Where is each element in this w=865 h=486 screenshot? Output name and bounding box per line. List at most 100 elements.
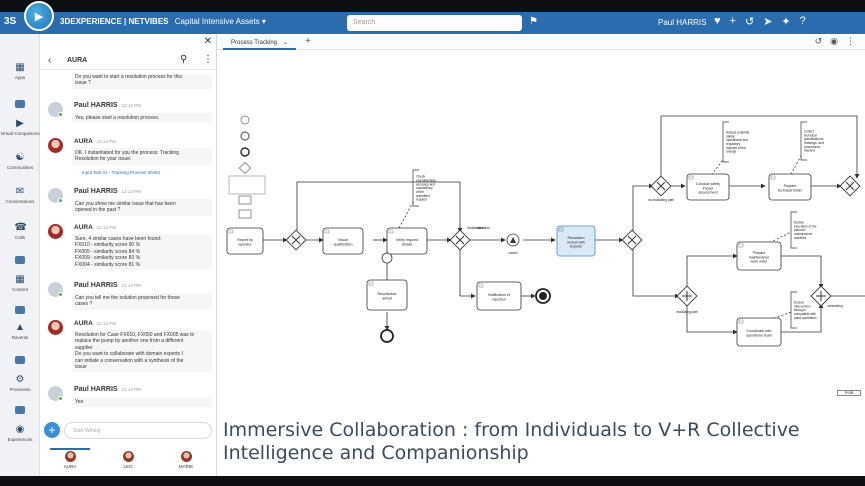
rail-item-app-tile[interactable] <box>0 306 40 316</box>
process-icon: ⚙ <box>15 374 25 385</box>
task-box[interactable] <box>476 281 522 311</box>
phone-icon: ☎ <box>14 222 27 233</box>
rail-item-experiences[interactable]: ◉ Experiences <box>0 424 40 442</box>
help-icon[interactable]: ? <box>799 15 806 27</box>
header-actions: ♥ + ↺ ➤ ✦ ? <box>714 15 806 28</box>
user-name[interactable]: Paul HARRIS <box>658 18 707 27</box>
notifications-icon[interactable]: ♥ <box>714 15 721 27</box>
ds-logo: 3S <box>4 16 17 27</box>
participant-leo[interactable]: LEO <box>108 451 148 469</box>
message-text: Can you show me similar issue that has b… <box>72 199 212 216</box>
task-box[interactable] <box>366 279 408 311</box>
end-event-fill <box>539 292 547 300</box>
participant-name: MARIE <box>178 464 194 469</box>
participant-name: AURA <box>63 464 77 469</box>
annotation-bracket <box>722 121 729 163</box>
flow-lines <box>261 115 865 335</box>
add-icon[interactable]: + <box>729 15 736 27</box>
shape-palette[interactable] <box>228 115 266 219</box>
search-input[interactable]: Search <box>347 15 522 31</box>
toggle-icon[interactable]: ◉ <box>830 36 838 46</box>
share-icon[interactable]: ↺ <box>814 36 823 46</box>
rail-item-app-tile[interactable] <box>0 100 40 110</box>
participant-marie[interactable]: MARIE <box>166 451 206 469</box>
rail-label: Ravents <box>11 335 29 340</box>
task-type-icon <box>324 229 330 234</box>
chat-title: AURA <box>67 57 88 64</box>
menu-icon[interactable]: ⋮ <box>846 36 855 46</box>
share-icon[interactable]: ↺ <box>744 16 755 28</box>
grid-icon: ▦ <box>15 62 25 73</box>
tab-label: Process Tracking <box>231 40 278 46</box>
chat-icon: ✉ <box>15 186 25 197</box>
tab-process-tracking[interactable]: Process Tracking ⌄ <box>223 34 297 50</box>
rail-item-app-tile[interactable] <box>0 256 40 266</box>
message-time: 12:13 PM <box>121 283 141 288</box>
back-icon[interactable]: ‹ <box>48 55 52 66</box>
experience-icon: ◉ <box>15 424 25 435</box>
flow-label: validation <box>476 226 490 230</box>
rail-item-communities[interactable]: ☯ Communities <box>0 152 40 170</box>
search-icon[interactable]: ⚲ <box>180 54 188 65</box>
rail-item-app-tile[interactable] <box>0 356 40 366</box>
top-bar: 3S 3DEXPERIENCE | NETVIBES Capital Inten… <box>0 12 865 34</box>
online-status-icon <box>58 292 63 297</box>
rail-item-apps[interactable]: ▦ Apps <box>0 62 40 80</box>
rail-item-content[interactable]: ▦ Content <box>0 274 40 292</box>
message-text: OK. I instantiated for you the process: … <box>72 148 212 165</box>
participant-aura[interactable]: AURA <box>50 448 90 469</box>
task-box[interactable] <box>226 227 264 255</box>
tools-icon[interactable]: ✦ <box>781 16 791 28</box>
rail-item-processes[interactable]: ⚙ Processes <box>0 374 40 392</box>
more-icon[interactable]: ⋮ <box>203 54 213 65</box>
add-attachment-button[interactable]: + <box>44 422 60 438</box>
task-box[interactable] <box>736 241 782 271</box>
task-box[interactable] <box>768 173 812 201</box>
annotation-bracket <box>800 121 807 161</box>
brand-title[interactable]: 3DEXPERIENCE | NETVIBES Capital Intensiv… <box>60 17 266 26</box>
top-letterbox <box>0 0 865 12</box>
task-box[interactable] <box>686 173 730 201</box>
chevron-down-icon[interactable]: ⌄ <box>283 40 289 46</box>
author-name: AURA <box>74 320 93 327</box>
chevron-down-icon[interactable]: ▾ <box>261 17 266 26</box>
tag-icon[interactable]: ⚑ <box>529 16 538 27</box>
task-type-icon <box>228 229 234 234</box>
message-list[interactable]: Do you want to start a resolution proces… <box>40 74 217 446</box>
annotation-bracket <box>790 211 797 249</box>
flow-label: no-escalating path <box>648 198 674 202</box>
bpmn-diagram[interactable]: Report byoperatorVisualqualificationVeri… <box>217 50 865 405</box>
message-input[interactable]: Start Writing <box>64 422 212 439</box>
message-text: Yes, please start a resolution process. <box>72 113 212 124</box>
rail-item-conversations[interactable]: ✉ Conversations <box>0 186 40 204</box>
task-type-icon <box>478 283 484 288</box>
process-link[interactable]: Input Test 01 - Tracking Process 30452 <box>82 170 160 175</box>
task-box[interactable] <box>556 225 596 257</box>
add-tab-icon[interactable]: + <box>305 36 311 47</box>
task-type-icon <box>738 243 744 248</box>
close-icon[interactable]: ✕ <box>203 36 212 47</box>
minimap-toggle[interactable]: PMB <box>837 390 861 396</box>
rail-item-virtual-companions[interactable]: ▶ Virtual Companions <box>0 118 40 136</box>
task-box[interactable] <box>322 227 364 255</box>
author-name: Paul HARRIS <box>74 282 118 289</box>
message-text: Yes <box>72 397 212 408</box>
task-box[interactable] <box>386 227 428 255</box>
compass-icon[interactable]: ▶ <box>24 1 54 31</box>
rail-item-app-tile[interactable] <box>0 406 40 416</box>
rail-item-ravents[interactable]: ▲ Ravents <box>0 322 40 340</box>
task-box[interactable] <box>736 317 782 347</box>
process-canvas: Process Tracking ⌄ + ↺ ◉ ⋮ <box>217 34 865 476</box>
rail-item-calls[interactable]: ☎ Calls <box>0 222 40 240</box>
home-icon[interactable]: ➤ <box>763 16 773 28</box>
message-text: Do you want to start a resolution proces… <box>72 74 212 89</box>
annotation-bracket <box>790 291 797 329</box>
